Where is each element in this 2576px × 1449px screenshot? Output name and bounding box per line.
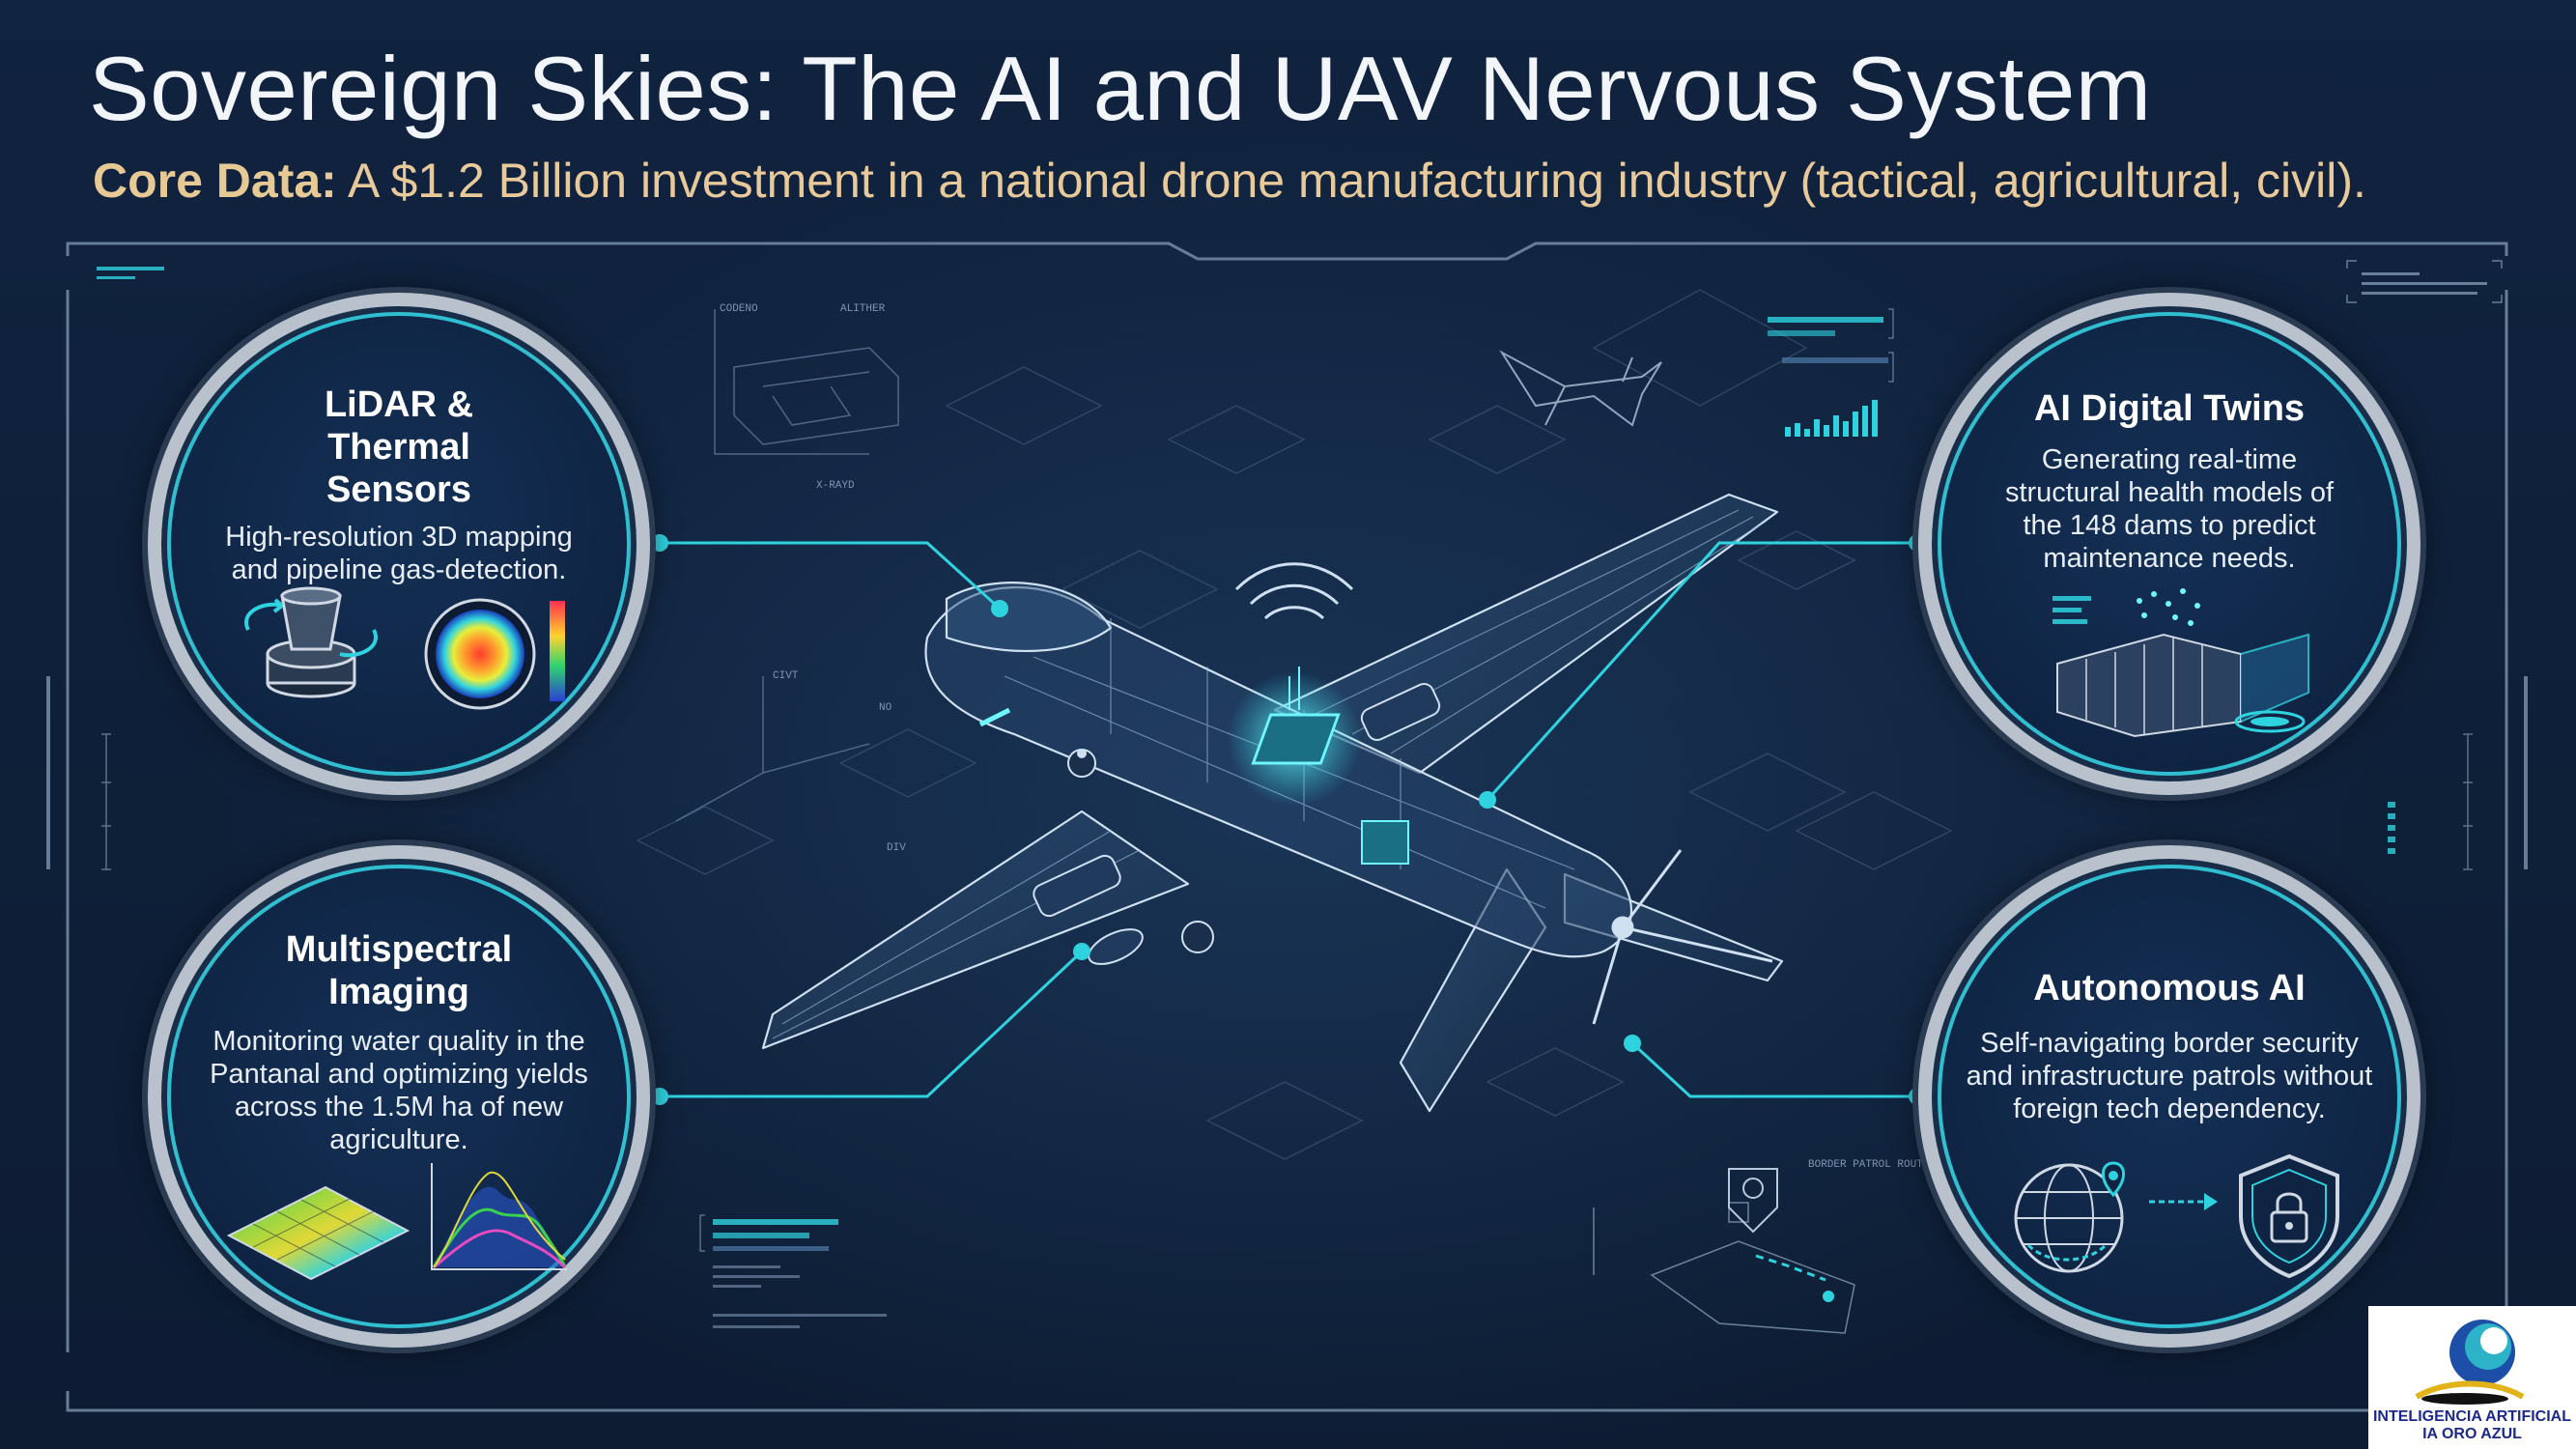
subtitle-text: A $1.2 Billion investment in a national … (347, 154, 2366, 208)
subtitle-lead: Core Data: (93, 154, 337, 208)
thermal-blob-icon (424, 598, 565, 710)
propeller (1592, 849, 1773, 1025)
multispectral-title: Multispectral Imaging (285, 929, 513, 1012)
spectral-graph-icon (431, 1163, 567, 1270)
lidar-callout: LiDAR & Thermal Sensors High-resolution … (148, 293, 650, 795)
connector-lines (660, 541, 1917, 1098)
svg-text:NO: NO (879, 702, 892, 714)
wireframe-box (714, 309, 899, 455)
digital-twins-description: Generating real-time structural health m… (2004, 444, 2335, 574)
side-scale-right (2463, 733, 2473, 870)
digital-twins-title: AI Digital Twins (2033, 388, 2306, 429)
autonomous-callout: Autonomous AI Self-navigating border sec… (1918, 845, 2420, 1348)
svg-text:CODENO: CODENO (720, 303, 758, 315)
bottom-data-bars (699, 1214, 887, 1328)
page-subtitle: Core Data: A $1.2 Billion investment in … (93, 153, 2366, 209)
globe-route-icon (2014, 1161, 2125, 1273)
logo-line-2: IA ORO AZUL (2422, 1426, 2522, 1442)
ai-chip-icon (1227, 667, 1362, 807)
border-patrol-map (1593, 1202, 1855, 1334)
small-plane-icon (1499, 350, 1662, 427)
signal-icon (1234, 562, 1354, 620)
lidar-description: High-resolution 3D mapping and pipeline … (225, 522, 573, 585)
logo-line-1: INTELIGENCIA ARTIFICIAL (2372, 1408, 2572, 1425)
border-patrol-label: BORDER PATROL ROUTE (1808, 1159, 1930, 1171)
shield-lock-icon (2239, 1153, 2339, 1279)
lidar-scanner-icon (244, 586, 378, 698)
side-scale-left (101, 733, 111, 870)
dam-hologram-icon (2052, 588, 2309, 738)
multispectral-description: Monitoring water quality in the Pantanal… (210, 1026, 588, 1155)
autonomous-description: Self-navigating border security and infr… (1966, 1028, 2373, 1124)
grid-diamonds (636, 289, 1953, 1160)
svg-text:X-RAYD: X-RAYD (816, 480, 855, 492)
top-right-data-bars (1768, 308, 1894, 437)
page-title: Sovereign Skies: The AI and UAV Nervous … (89, 38, 2152, 139)
arrow-icon (2149, 1193, 2218, 1210)
digital-twins-callout: AI Digital Twins Generating real-time st… (1918, 293, 2420, 795)
lidar-title: LiDAR & Thermal Sensors (324, 384, 474, 510)
border-patrol-pin (1728, 1168, 1778, 1234)
autonomous-title: Autonomous AI (2033, 968, 2306, 1009)
svg-text:CIVT: CIVT (773, 670, 799, 682)
multispectral-callout: Multispectral Imaging Monitoring water q… (148, 845, 650, 1348)
field-grid-icon (226, 1185, 410, 1281)
svg-text:DIV: DIV (887, 842, 906, 854)
logo: INTELIGENCIA ARTIFICIAL IA ORO AZUL (2368, 1306, 2576, 1449)
svg-text:ALITHER: ALITHER (840, 303, 886, 315)
ia-oro-azul-logo-mark (2415, 1320, 2525, 1405)
